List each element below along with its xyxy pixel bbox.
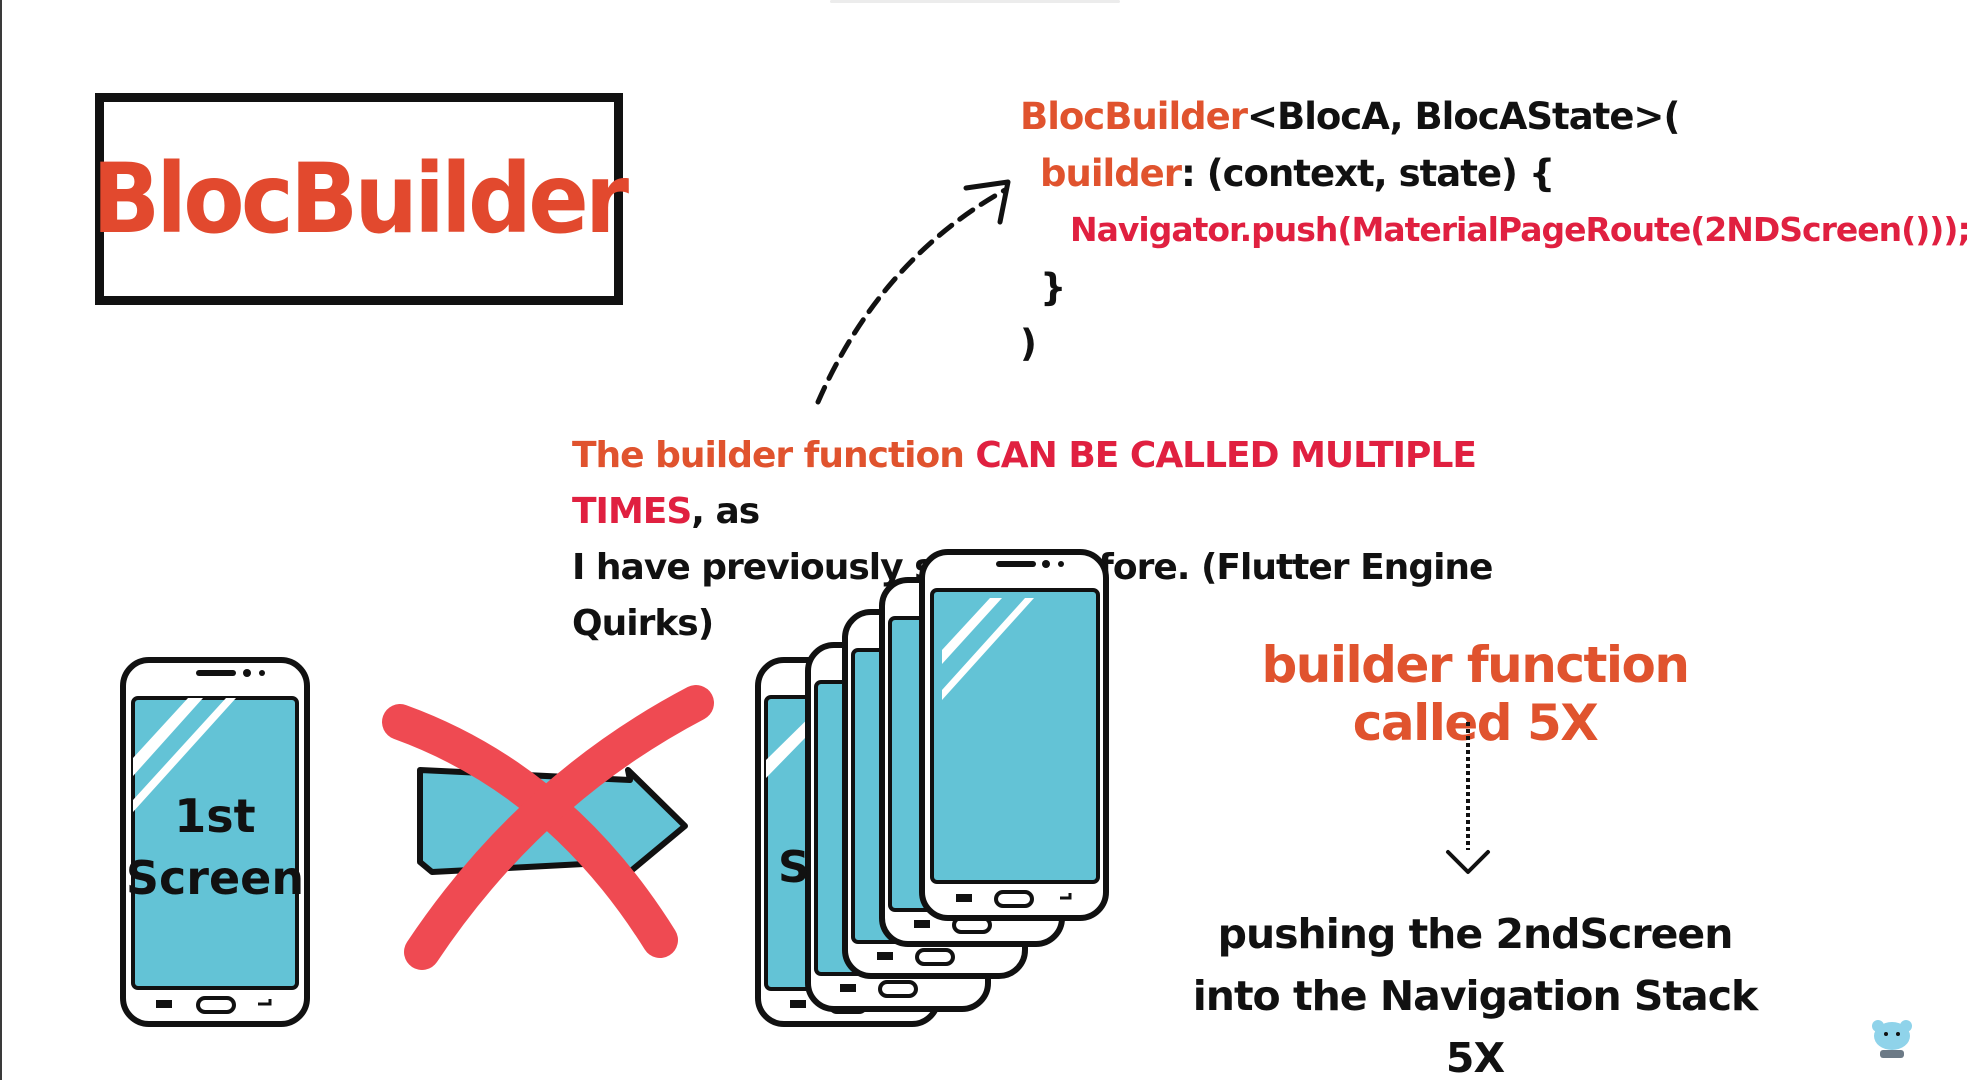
- red-cross-icon: [382, 685, 714, 970]
- push-text: pushing the 2ndScreen into the Navigatio…: [1170, 903, 1780, 1089]
- stack-phone-5: [919, 549, 1109, 921]
- code-line-1: BlocBuilder<BlocA, BlocAState>(: [1020, 95, 1680, 138]
- code-line-3: Navigator.push(MaterialPageRoute(2NDScre…: [1070, 210, 1970, 249]
- push-text-line-2: into the Navigation Stack 5X: [1192, 972, 1759, 1082]
- code-widget-name: BlocBuilder: [1020, 95, 1248, 138]
- code-line-2: builder: (context, state) {: [1040, 152, 1555, 195]
- code-line-5: ): [1020, 322, 1037, 365]
- caption-part-1: The builder function: [572, 435, 976, 476]
- title-box: BlocBuilder: [92, 93, 629, 305]
- down-arrow-icon: [1446, 722, 1490, 874]
- mascot-icon: [1872, 1020, 1912, 1058]
- first-phone-icon: [120, 657, 310, 1027]
- code-builder-signature: : (context, state) {: [1181, 152, 1555, 195]
- dashed-curved-arrow-icon: [815, 179, 1011, 405]
- code-line-4: }: [1040, 266, 1066, 309]
- title-text: BlocBuilder: [92, 143, 629, 255]
- stack-phone-partial-label: S: [778, 842, 810, 893]
- frame-left-edge: [0, 0, 2, 1080]
- code-navigator-call: Navigator.push(MaterialPageRoute(2NDScre…: [1070, 210, 1970, 249]
- called-label: builder function called 5X: [1261, 636, 1690, 752]
- code-generics: <BlocA, BlocAState>(: [1246, 95, 1680, 138]
- illustrations: [120, 179, 1912, 1058]
- phone-stack-icon: [755, 549, 1109, 1027]
- caption-emphasis: CAN BE CALLED MULTIPLE TIMES: [572, 435, 1477, 532]
- code-builder-param: builder: [1040, 152, 1182, 195]
- first-phone-label: 1st Screen: [125, 789, 305, 905]
- push-text-line-1: pushing the 2ndScreen: [1217, 910, 1734, 958]
- caption-part-2: , as: [691, 491, 760, 532]
- top-smudge: [830, 0, 1120, 3]
